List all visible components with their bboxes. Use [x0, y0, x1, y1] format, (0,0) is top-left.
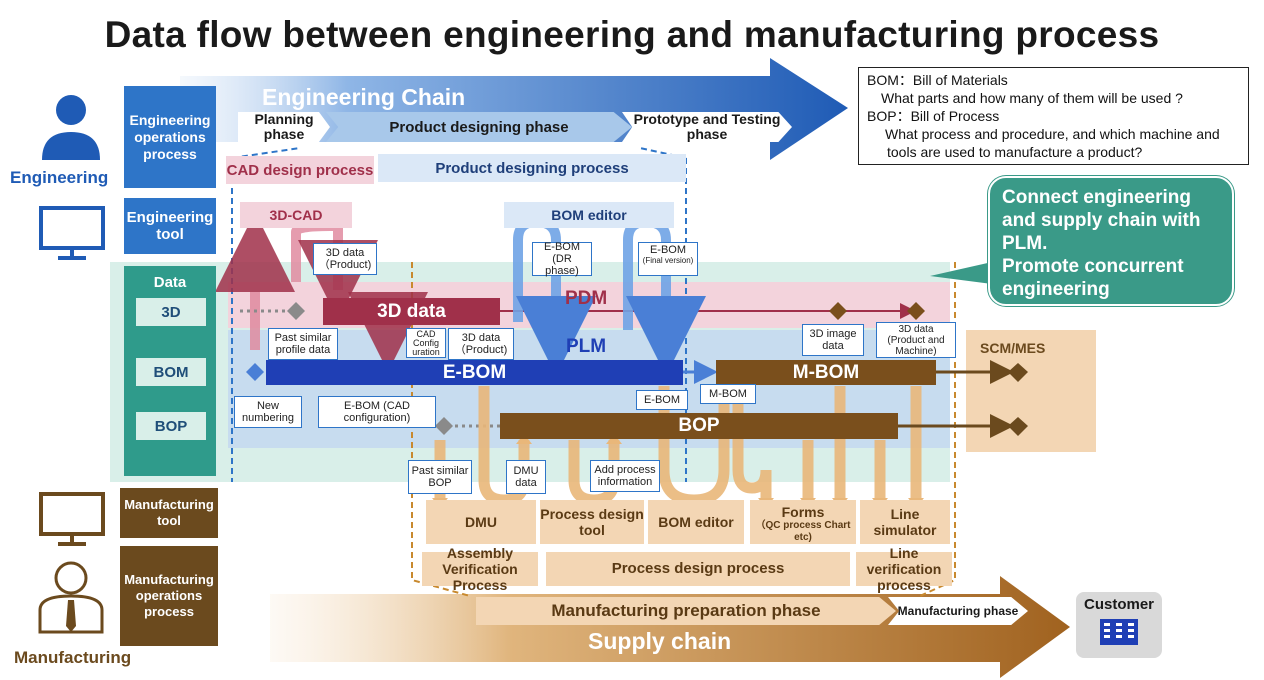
label-mbom-small: M-BOM: [700, 384, 756, 404]
engineering-chain-label: Engineering Chain: [262, 84, 466, 110]
engineering-operations-process-box: Engineering operations process: [124, 86, 216, 188]
data-bom-label: BOM: [136, 358, 206, 386]
manufacturing-tool-box: Manufacturing tool: [120, 488, 218, 538]
manufacturer-person-icon: [38, 561, 104, 634]
data-heading: Data: [153, 274, 187, 291]
label-add-process-information: Add process information: [590, 460, 660, 492]
label-cad-configuration: CAD Config uration: [406, 328, 446, 358]
label-dmu-data: DMU data: [506, 460, 546, 494]
manufacturing-preparation-phase: Manufacturing preparation phase: [476, 597, 896, 625]
bom-editor-tool: BOM editor: [504, 202, 674, 228]
product-designing-process: Product designing process: [378, 154, 686, 182]
engineering-tool-box: Engineering tool: [124, 198, 216, 254]
label-ebom-cad-configuration: E-BOM (CAD configuration): [318, 396, 436, 428]
building-icon: [1100, 619, 1138, 645]
process-design-process: Process design process: [546, 552, 850, 586]
manufacturing-phase: Manufacturing phase: [888, 597, 1028, 625]
supply-chain-label: Supply chain: [588, 628, 732, 654]
bom-editor-2-tool: BOM editor: [648, 500, 744, 544]
legend-bop-desc-2: tools are used to manufacture a product?: [887, 144, 1143, 160]
plm-label: PLM: [566, 336, 607, 357]
customer-box: Customer: [1076, 592, 1162, 658]
label-ebom-final-sub: (Final version): [642, 256, 694, 265]
page-title: Data flow between engineering and manufa…: [104, 14, 1160, 55]
line-simulator-tool: Line simulator: [860, 500, 950, 544]
forms-tool: Forms （QC process Chart etc): [750, 500, 856, 544]
callout-line-1: Connect engineering and supply chain wit…: [1002, 187, 1201, 254]
3d-cad-tool: 3D-CAD: [240, 202, 352, 228]
label-3d-data-product-machine: 3D data (Product and Machine): [876, 322, 956, 358]
pdm-label: PDM: [565, 288, 608, 309]
cad-design-process: CAD design process: [226, 156, 374, 184]
legend-bop-desc-1: What process and procedure, and which ma…: [885, 126, 1220, 142]
label-past-similar-profile: Past similar profile data: [268, 328, 338, 360]
prototype-testing-phase: Prototype and Testing phase: [622, 112, 792, 142]
label-ebom-final: E-BOM (Final version): [638, 242, 698, 276]
label-3d-data-product-2: 3D data（Product): [448, 328, 514, 360]
label-past-similar-bop: Past similar BOP: [408, 460, 472, 494]
manufacturing-monitor-icon: [39, 492, 105, 546]
label-ebom-small: E-BOM: [636, 390, 688, 410]
3d-data-bar: 3D data: [323, 298, 500, 325]
scm-mes-label: SCM/MES: [980, 340, 1046, 356]
mbom-bar: M-BOM: [716, 360, 936, 385]
manufacturing-label: Manufacturing: [14, 648, 132, 667]
engineer-person-icon: [42, 95, 100, 160]
label-3d-image-data: 3D image data: [802, 324, 864, 356]
data-3d-label: 3D: [136, 298, 206, 326]
customer-label: Customer: [1083, 596, 1154, 613]
bop-bar: BOP: [500, 413, 898, 439]
ebom-bar: E-BOM: [266, 360, 683, 385]
line-verification-process: Line verification process: [856, 545, 952, 593]
abbreviation-legend: BOM：Bill of Materials What parts and how…: [858, 67, 1249, 165]
dmu-tool: DMU: [426, 500, 536, 544]
diamond-markers: [246, 302, 1028, 436]
label-ebom-dr-phase: E-BOM (DR phase): [532, 241, 592, 277]
process-design-tool: Process design tool: [540, 500, 644, 544]
legend-bom-title: BOM：Bill of Materials: [867, 72, 1008, 88]
label-ebom-final-title: E-BOM: [649, 244, 687, 256]
forms-title: Forms: [781, 504, 825, 520]
product-designing-phase: Product designing phase: [326, 112, 632, 142]
legend-bom-desc: What parts and how many of them will be …: [881, 90, 1183, 106]
engineering-monitor-icon: [39, 206, 105, 260]
planning-phase: Planning phase: [238, 112, 330, 142]
forms-sub: （QC process Chart etc): [755, 520, 851, 543]
label-new-numbering: New numbering: [234, 396, 302, 428]
legend-bop-title: BOP：Bill of Process: [867, 108, 1000, 124]
label-3d-data-product: 3D data（Product): [313, 243, 377, 275]
assembly-verification-process: Assembly Verification Process: [422, 545, 538, 593]
engineering-label: Engineering: [10, 168, 109, 187]
plm-callout: Connect engineering and supply chain wit…: [988, 176, 1234, 306]
manufacturing-operations-process-box: Manufacturing operations process: [120, 546, 218, 646]
scm-band: [966, 330, 1096, 452]
data-bop-label: BOP: [136, 412, 206, 440]
callout-line-2: Promote concurrent engineering: [1002, 256, 1184, 300]
